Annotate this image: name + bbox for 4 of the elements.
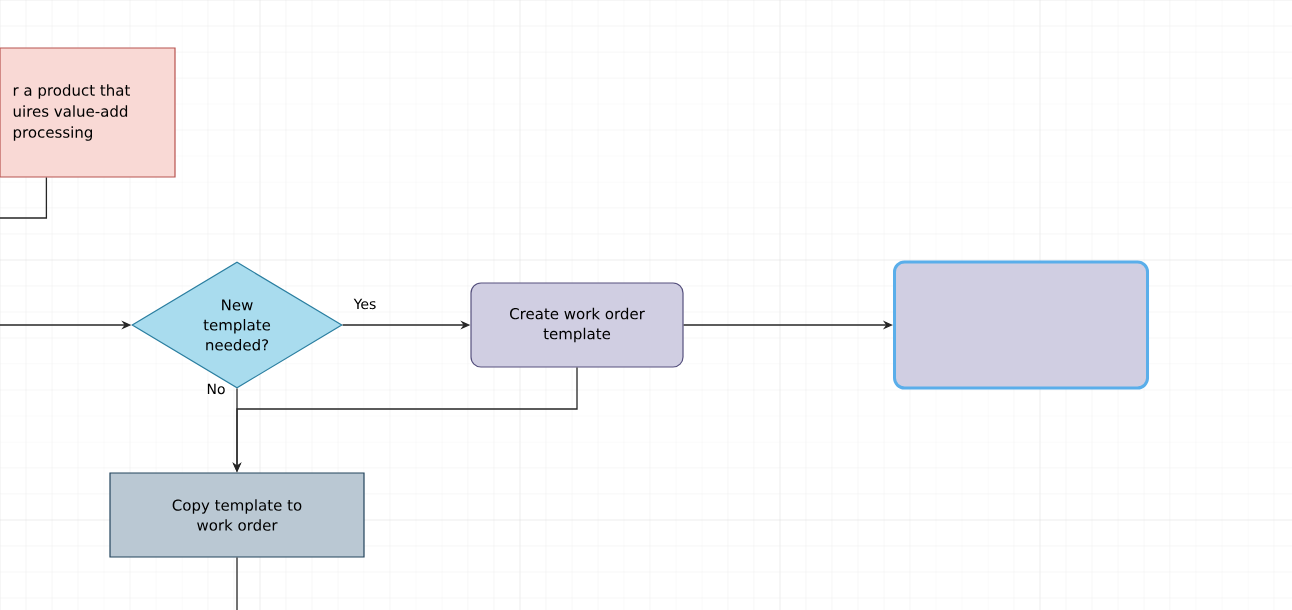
process-box: Create work order template (470, 282, 684, 368)
selected-box (893, 260, 1149, 390)
process-box: Copy template to work order (109, 472, 365, 558)
process-box: r a product that uires value-add processing (0, 47, 176, 178)
